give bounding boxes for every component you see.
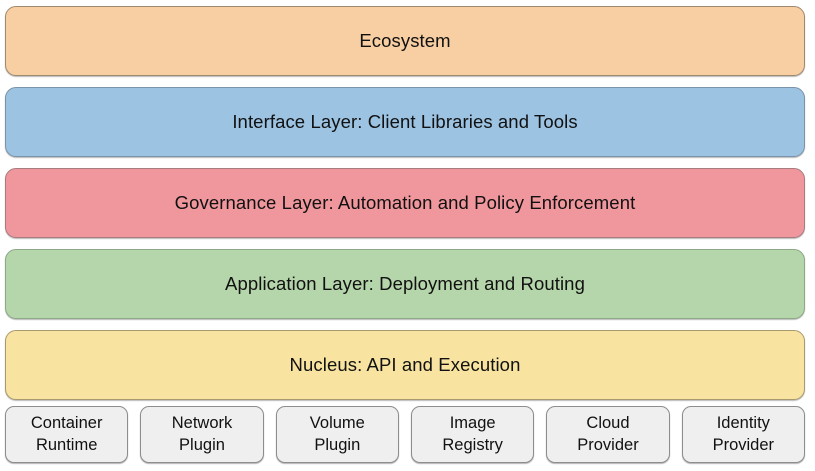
component-label-line1: Volume <box>309 413 365 432</box>
layer-label-governance: Governance Layer: Automation and Policy … <box>174 192 636 214</box>
component-label-line2: Plugin <box>314 435 361 454</box>
component-box-volume-plugin[interactable]: Volume Plugin <box>275 406 399 463</box>
component-label-line2: Runtime <box>35 435 98 454</box>
component-label-line1: Cloud <box>586 413 630 432</box>
component-label-line2: Plugin <box>179 435 225 454</box>
layer-label-nucleus: Nucleus: API and Execution <box>289 354 521 376</box>
component-label-line1: Network <box>171 413 233 432</box>
component-label-line1: Container <box>30 413 103 432</box>
layer-stack: Ecosystem Interface Layer: Client Librar… <box>5 6 805 400</box>
layer-label-interface: Interface Layer: Client Libraries and To… <box>232 111 578 133</box>
layer-bar-nucleus[interactable]: Nucleus: API and Execution <box>5 330 805 400</box>
layer-label-application: Application Layer: Deployment and Routin… <box>225 273 585 295</box>
component-label-line2: Registry <box>442 435 503 454</box>
layer-bar-application[interactable]: Application Layer: Deployment and Routin… <box>5 249 805 319</box>
component-box-identity-provider[interactable]: Identity Provider <box>681 406 805 463</box>
layer-bar-interface[interactable]: Interface Layer: Client Libraries and To… <box>5 87 805 157</box>
component-box-cloud-provider[interactable]: Cloud Provider <box>546 406 670 463</box>
component-box-network-plugin[interactable]: Network Plugin <box>140 406 264 463</box>
layer-label-ecosystem: Ecosystem <box>359 30 451 52</box>
layer-bar-governance[interactable]: Governance Layer: Automation and Policy … <box>5 168 805 238</box>
layer-bar-ecosystem[interactable]: Ecosystem <box>5 6 805 76</box>
component-label-line1: Identity <box>716 413 770 432</box>
component-label-line2: Provider <box>712 435 775 454</box>
component-box-container-runtime[interactable]: Container Runtime <box>5 406 129 463</box>
component-label-line1: Image <box>449 413 496 432</box>
component-label-line2: Provider <box>577 435 639 454</box>
component-box-image-registry[interactable]: Image Registry <box>410 406 535 463</box>
component-row: Container Runtime Network Plugin Volume … <box>5 406 805 463</box>
